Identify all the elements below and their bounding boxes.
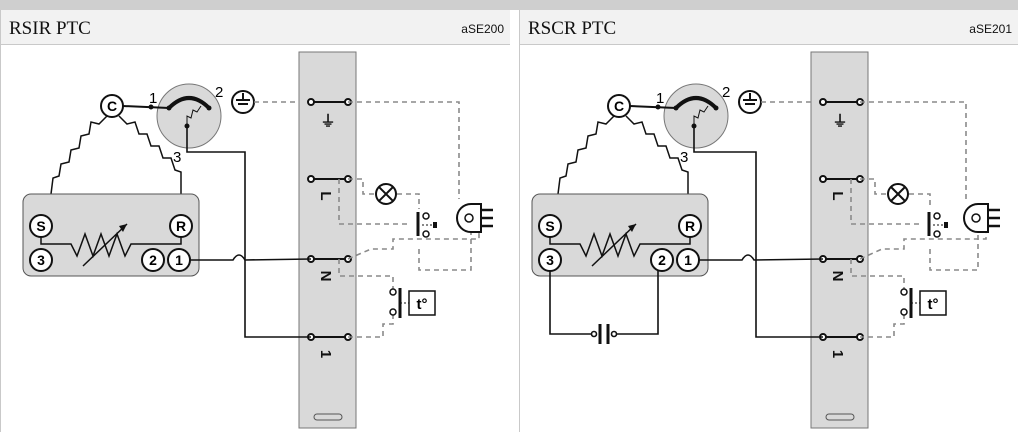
terminal-block — [810, 51, 869, 429]
ptc-relay — [663, 83, 729, 149]
thermostat-icon: t° — [900, 288, 947, 318]
neutral-terminal-label: N — [829, 271, 846, 282]
pin-1-label: 1 — [175, 252, 183, 268]
live-terminal-label: L — [317, 191, 334, 200]
bracket-icon — [825, 413, 855, 421]
plug-icon — [963, 203, 1000, 233]
panel-header: RSIR PTC aSE200 — [1, 10, 510, 45]
thermostat-label: t° — [928, 296, 939, 313]
panel-header: RSCR PTC aSE201 — [520, 10, 1018, 45]
terminal-2-label: 2 — [722, 84, 730, 101]
common-label: C — [107, 98, 117, 114]
door-switch-icon — [927, 212, 948, 238]
run-winding — [118, 115, 182, 194]
pin-3-label: 3 — [546, 252, 554, 268]
pin-2-label: 2 — [149, 252, 157, 268]
start-label: S — [36, 218, 45, 234]
terminal-3-label: 3 — [680, 149, 688, 166]
ptc-relay — [156, 83, 222, 149]
top-strip — [0, 0, 1018, 10]
thermostat-label: t° — [417, 296, 428, 313]
panel-title: RSIR PTC — [9, 18, 91, 39]
terminal-2-label: 2 — [215, 84, 223, 101]
run-label: R — [685, 218, 695, 234]
wiring-diagram-rscr: ⏚ L N 1 1 2 3 C S R 3 2 1 — [531, 51, 1000, 429]
start-label: S — [545, 218, 554, 234]
panel-code: aSE201 — [969, 22, 1012, 36]
panel-code: aSE200 — [461, 22, 504, 36]
panel-rsir-ptc: RSIR PTC aSE200 ⏚ L N 1 1 2 3 — [0, 10, 510, 432]
pin-1-label: 1 — [684, 252, 692, 268]
start-winding — [50, 115, 108, 195]
panel-rscr-ptc: RSCR PTC aSE201 ⏚ L N 1 1 2 3 C — [519, 10, 1018, 432]
plug-icon — [456, 203, 493, 233]
panel-title: RSCR PTC — [528, 18, 617, 39]
terminal-block — [298, 51, 357, 429]
live-terminal-label: L — [829, 191, 846, 200]
pin-3-label: 3 — [37, 252, 45, 268]
ptc-arc — [167, 96, 211, 110]
common-label: C — [614, 98, 624, 114]
terminal-3-label: 3 — [173, 149, 181, 166]
thermostat-icon: t° — [389, 288, 436, 318]
one-terminal-label: 1 — [317, 350, 334, 358]
wiring-diagram-rsir: ⏚ L N 1 1 2 3 C S R 3 — [22, 51, 493, 429]
one-terminal-label: 1 — [829, 350, 846, 358]
earth-terminal-label: ⏚ — [320, 113, 335, 130]
terminal-1-label: 1 — [149, 90, 157, 107]
door-switch-icon — [416, 212, 437, 238]
run-capacitor — [549, 271, 659, 344]
bracket-icon — [313, 413, 343, 421]
terminal-1-label: 1 — [656, 90, 664, 107]
pin-2-label: 2 — [658, 252, 666, 268]
earth-terminal-label: ⏚ — [832, 113, 847, 130]
run-label: R — [176, 218, 186, 234]
neutral-terminal-label: N — [317, 271, 334, 282]
